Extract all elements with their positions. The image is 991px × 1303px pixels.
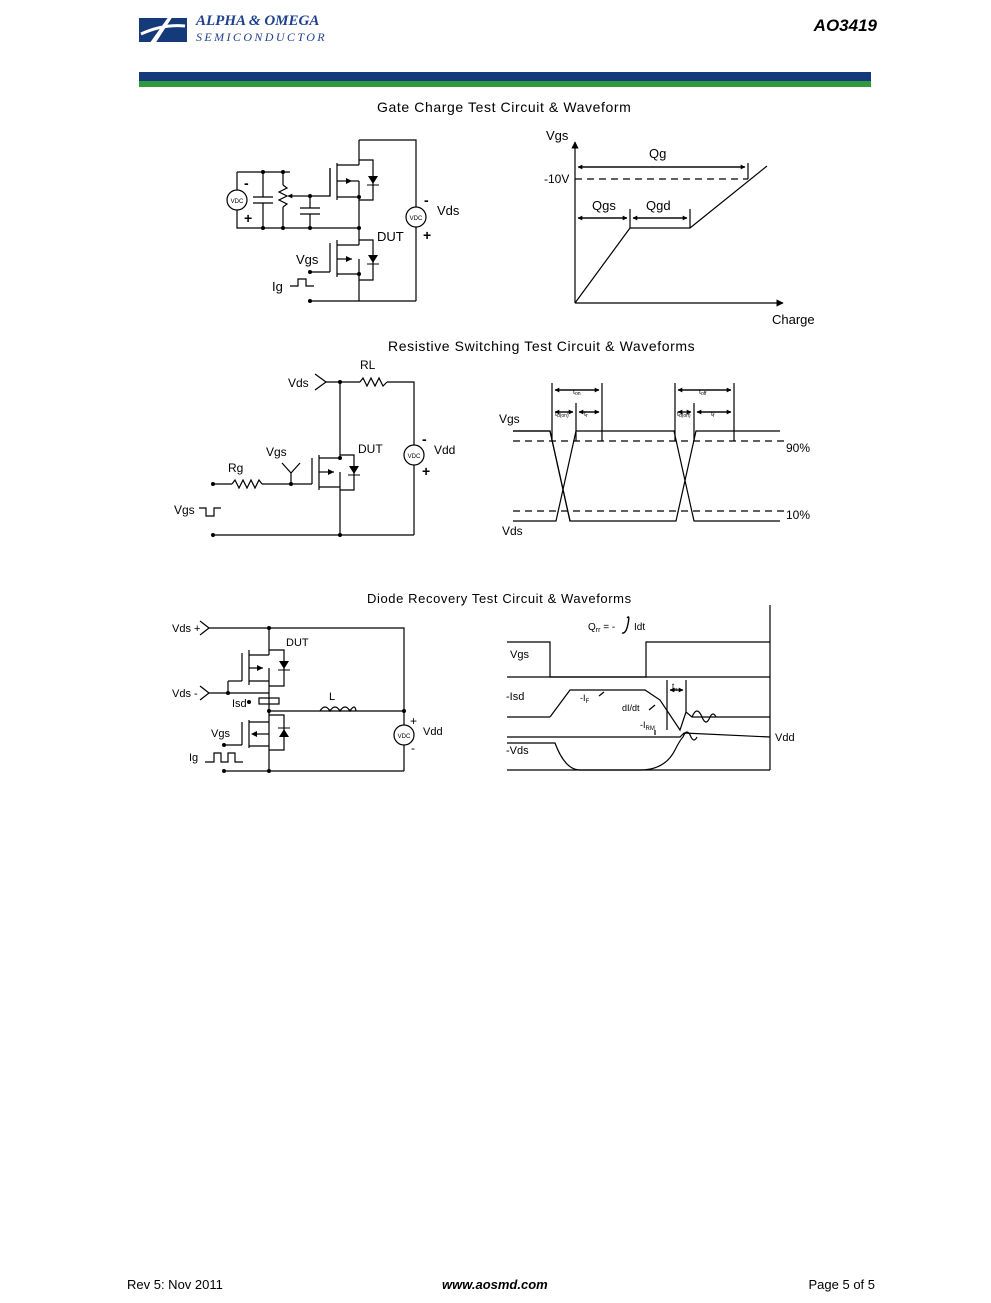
gate-charge-title: Gate Charge Test Circuit & Waveform <box>377 99 632 115</box>
vgs-label: Vgs <box>211 728 230 740</box>
ig-label: Ig <box>189 752 198 764</box>
vds-label: Vds <box>437 203 460 218</box>
dut-label: DUT <box>286 637 309 649</box>
gate-charge-waveform <box>571 141 784 307</box>
diode-recovery-title: Diode Recovery Test Circuit & Waveforms <box>367 591 632 606</box>
vgs-axis-label: Vgs <box>546 128 569 143</box>
ten-volt-label: -10V <box>544 172 569 186</box>
resistive-switching-title: Resistive Switching Test Circuit & Wavef… <box>388 338 696 354</box>
diode-recovery-waveform <box>507 605 771 771</box>
vdc-label: VDC <box>398 734 411 740</box>
vdc-label: VDC <box>231 199 244 205</box>
gate-charge-circuit <box>226 139 427 302</box>
vds-minus-label: Vds - <box>172 688 198 700</box>
ig-label: Ig <box>272 279 283 294</box>
gate-charge-circuit-marks <box>261 170 379 303</box>
plus-sign: + <box>244 210 252 226</box>
vdc-source-icon <box>405 206 427 228</box>
part-number: AO3419 <box>813 16 877 35</box>
vgs-wave-label: Vgs <box>499 412 520 426</box>
vgs-label: Vgs <box>266 445 287 459</box>
qg-label: Qg <box>649 146 666 161</box>
diode-circuit-marks <box>222 626 406 773</box>
plus-sign: + <box>410 714 417 728</box>
website-link[interactable]: www.aosmd.com <box>442 1277 548 1292</box>
revision-label: Rev 5: Nov 2011 <box>127 1277 223 1292</box>
tr-label: tr <box>584 411 588 419</box>
header-bar-green <box>139 81 871 87</box>
vdc-source-icon <box>226 189 248 211</box>
vgs-pulse-icon <box>199 507 221 517</box>
minus-sign: - <box>424 192 429 208</box>
vgs-wave-label: Vgs <box>510 649 529 661</box>
vdc-source-icon <box>403 444 425 466</box>
vds-wave-label: Vds <box>502 524 523 538</box>
diode-recovery-circuit <box>199 620 415 772</box>
dut-label: DUT <box>377 229 404 244</box>
tf-label: tf <box>711 411 715 419</box>
vgs-input-label: Vgs <box>174 503 195 517</box>
company-name: ALPHA & OMEGA <box>196 13 320 29</box>
p90-label: 90% <box>786 441 810 455</box>
trr-label: trr <box>672 682 678 693</box>
minus-sign: - <box>244 175 249 191</box>
ig-pulse-icon <box>205 752 243 763</box>
isd-label: Isd <box>232 698 247 710</box>
qgs-label: Qgs <box>592 198 616 213</box>
vds-label: Vds <box>288 376 309 390</box>
qgd-label: Qgd <box>646 198 671 213</box>
vdd-wave-label: Vdd <box>775 732 795 744</box>
irm-label: -IRM <box>640 720 655 732</box>
logo-stroke <box>147 16 173 47</box>
ton-label: ton <box>573 389 581 397</box>
company-logo <box>139 14 189 48</box>
tdon-label: td(on) <box>555 411 569 419</box>
qrr-label: Qrr = - <box>588 622 615 634</box>
vds-wave-label: -Vds <box>506 745 529 757</box>
integral-icon <box>621 616 630 634</box>
page-number: Page 5 of 5 <box>808 1277 876 1292</box>
didt-label: dI/dt <box>622 703 640 713</box>
vdd-label: Vdd <box>434 443 455 457</box>
ig-pulse-icon <box>290 278 314 287</box>
dut-label: DUT <box>358 442 383 456</box>
rl-label: RL <box>360 358 376 372</box>
minus-sign: - <box>422 431 427 447</box>
tdoff-label: td(off) <box>677 411 691 419</box>
company-subtitle: SEMICONDUCTOR <box>196 30 327 44</box>
minus-sign: - <box>411 741 415 755</box>
vgs-label: Vgs <box>296 252 319 267</box>
vdd-label: Vdd <box>423 726 443 738</box>
inductor-label: L <box>329 691 335 703</box>
resistive-circuit <box>213 373 425 536</box>
qrr-integral-label: Idt <box>634 622 645 633</box>
plus-sign: + <box>423 227 431 243</box>
isd-wave-label: -Isd <box>506 691 524 703</box>
p10-label: 10% <box>786 508 810 522</box>
toff-label: toff <box>699 389 707 397</box>
resistive-waveform <box>513 383 785 522</box>
vdc-source-icon <box>393 724 415 746</box>
vds-plus-label: Vds + <box>172 623 200 635</box>
charge-axis-label: Charge <box>772 312 815 327</box>
header-bar-blue <box>139 72 871 81</box>
vdc-label: VDC <box>408 454 421 460</box>
plus-sign: + <box>422 463 430 479</box>
if-label: -IF <box>580 693 590 705</box>
vdc-label: VDC <box>410 216 423 222</box>
rg-label: Rg <box>228 461 243 475</box>
resistive-circuit-marks <box>211 380 360 537</box>
